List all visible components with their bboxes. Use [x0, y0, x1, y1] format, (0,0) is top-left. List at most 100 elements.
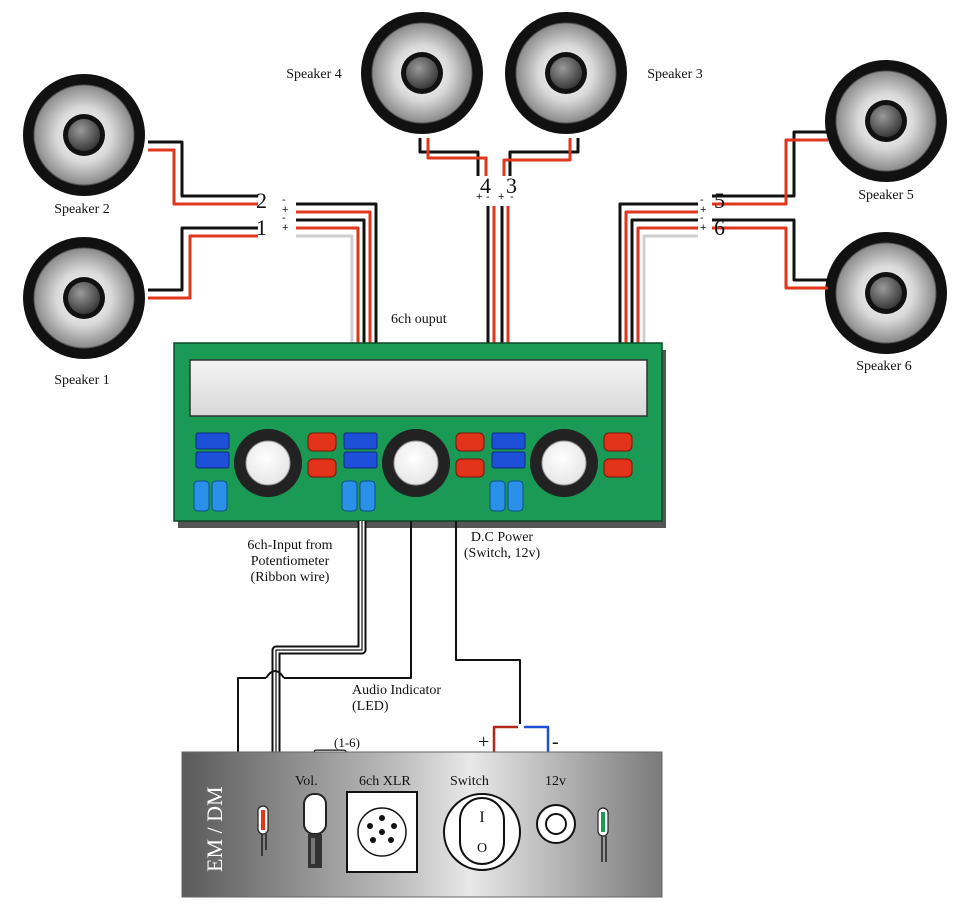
light-blue-button[interactable] — [489, 480, 506, 512]
xlr-label: 6ch XLR — [359, 774, 411, 789]
plus-label: + — [478, 731, 489, 753]
t5-minus: - — [700, 194, 704, 206]
speaker-5-wire-red — [712, 138, 828, 206]
light-blue-button[interactable] — [193, 480, 210, 512]
input-label-line2: Potentiometer — [251, 554, 330, 569]
t4-minus: - — [486, 191, 490, 203]
red-button[interactable] — [455, 432, 485, 452]
speaker-5-wire-black — [712, 130, 828, 198]
t4-plus: + — [476, 191, 482, 203]
power-label-line2: (Switch, 12v) — [464, 546, 541, 561]
power-switch[interactable]: I O — [443, 793, 521, 871]
speaker-6-label: Speaker 6 — [856, 359, 912, 374]
t6-plus: + — [700, 222, 706, 234]
blue-button[interactable] — [195, 432, 230, 450]
t3-minus: - — [510, 191, 514, 203]
light-blue-button[interactable] — [507, 480, 524, 512]
light-blue-button[interactable] — [341, 480, 358, 512]
dc-power-wire — [455, 521, 521, 724]
blue-button[interactable] — [491, 451, 526, 469]
ch1-wire-red — [296, 226, 360, 345]
input-label-line3: (Ribbon wire) — [251, 570, 330, 585]
panel-label: EM / DM — [202, 786, 227, 872]
terminal-4: 4 — [480, 173, 491, 198]
terminal-5: 5 — [714, 188, 725, 213]
ch2-wire-red — [296, 210, 372, 345]
switch-label: Switch — [450, 774, 489, 789]
channel-control-group-1 — [193, 429, 337, 512]
ch6-wire-shadow — [642, 234, 698, 345]
blue-button[interactable] — [343, 432, 378, 450]
speaker-4: Speaker 4 — [286, 12, 483, 134]
speaker-4-wire-black — [418, 138, 480, 176]
speaker-4-label: Speaker 4 — [286, 67, 342, 82]
input-label-line1: 6ch-Input from — [247, 538, 332, 553]
blue-button[interactable] — [343, 451, 378, 469]
t2-minus: - — [282, 194, 286, 206]
speaker-4-wire-red — [426, 138, 488, 176]
speaker-2-wire-red — [148, 148, 258, 206]
indicator-label-line2: (LED) — [352, 699, 389, 714]
t6-minus: - — [700, 212, 704, 224]
t1-plus: + — [282, 222, 288, 234]
terminal-2: 2 — [256, 188, 267, 213]
blue-button[interactable] — [195, 451, 230, 469]
output-label: 6ch ouput — [391, 312, 447, 327]
red-button[interactable] — [455, 458, 485, 478]
audio-indicator-led — [257, 805, 269, 856]
speaker-6-wire-red — [712, 226, 828, 290]
speaker-1-label: Speaker 1 — [54, 373, 110, 388]
switch-off-mark: O — [477, 841, 487, 856]
rotary-knob[interactable] — [393, 440, 439, 486]
t2-plus: + — [282, 204, 288, 216]
speaker-3-wire-red — [502, 138, 572, 176]
minus-label: - — [552, 731, 559, 753]
dc-12v-jack — [536, 804, 576, 844]
ch5-wire-red — [624, 210, 698, 345]
speaker-3: Speaker 3 — [505, 12, 703, 134]
rotary-knob[interactable] — [541, 440, 587, 486]
speaker-6: Speaker 6 — [825, 232, 947, 374]
volt-label: 12v — [545, 774, 566, 789]
red-button[interactable] — [307, 432, 337, 452]
rotary-knob[interactable] — [245, 440, 291, 486]
switch-on-mark: I — [479, 809, 484, 826]
speaker-1: Speaker 1 — [23, 237, 145, 388]
volume-knob[interactable] — [303, 793, 327, 868]
speaker-3-label: Speaker 3 — [647, 67, 703, 82]
ch1-wire-shadow — [296, 234, 354, 345]
amplifier-board — [173, 342, 666, 528]
speaker-1-wire-black — [148, 226, 258, 292]
indicator-wire — [284, 521, 412, 679]
t1-minus: - — [282, 212, 286, 224]
speaker-5: Speaker 5 — [825, 60, 947, 203]
speaker-2: Speaker 2 — [23, 74, 145, 217]
t3-plus: + — [498, 191, 504, 203]
speaker-2-label: Speaker 2 — [54, 202, 110, 217]
speaker-1-wire-red — [148, 234, 258, 300]
light-blue-button[interactable] — [211, 480, 228, 512]
range-label: (1-6) — [334, 735, 360, 750]
ch2-wire-black — [296, 202, 378, 345]
terminal-3: 3 — [506, 173, 517, 198]
red-button[interactable] — [603, 458, 633, 478]
red-button[interactable] — [307, 458, 337, 478]
speaker-6-wire-black — [712, 218, 828, 282]
red-button[interactable] — [603, 432, 633, 452]
channel-control-group-3 — [489, 429, 633, 512]
terminal-1: 1 — [256, 215, 267, 240]
vol-label: Vol. — [295, 774, 318, 789]
power-label-line1: D.C Power — [471, 530, 534, 545]
light-blue-button[interactable] — [359, 480, 376, 512]
terminal-6: 6 — [714, 215, 725, 240]
xlr-socket — [346, 791, 418, 873]
indicator-label-line1: Audio Indicator — [352, 683, 441, 698]
power-led — [597, 807, 609, 862]
ch1-wire-black — [296, 218, 366, 345]
em-dm-panel: EM / DM I — [181, 751, 663, 898]
speaker-3-wire-black — [508, 138, 580, 176]
ch6-wire-red — [636, 226, 698, 345]
blue-button[interactable] — [491, 432, 526, 450]
channel-control-group-2 — [341, 429, 485, 512]
